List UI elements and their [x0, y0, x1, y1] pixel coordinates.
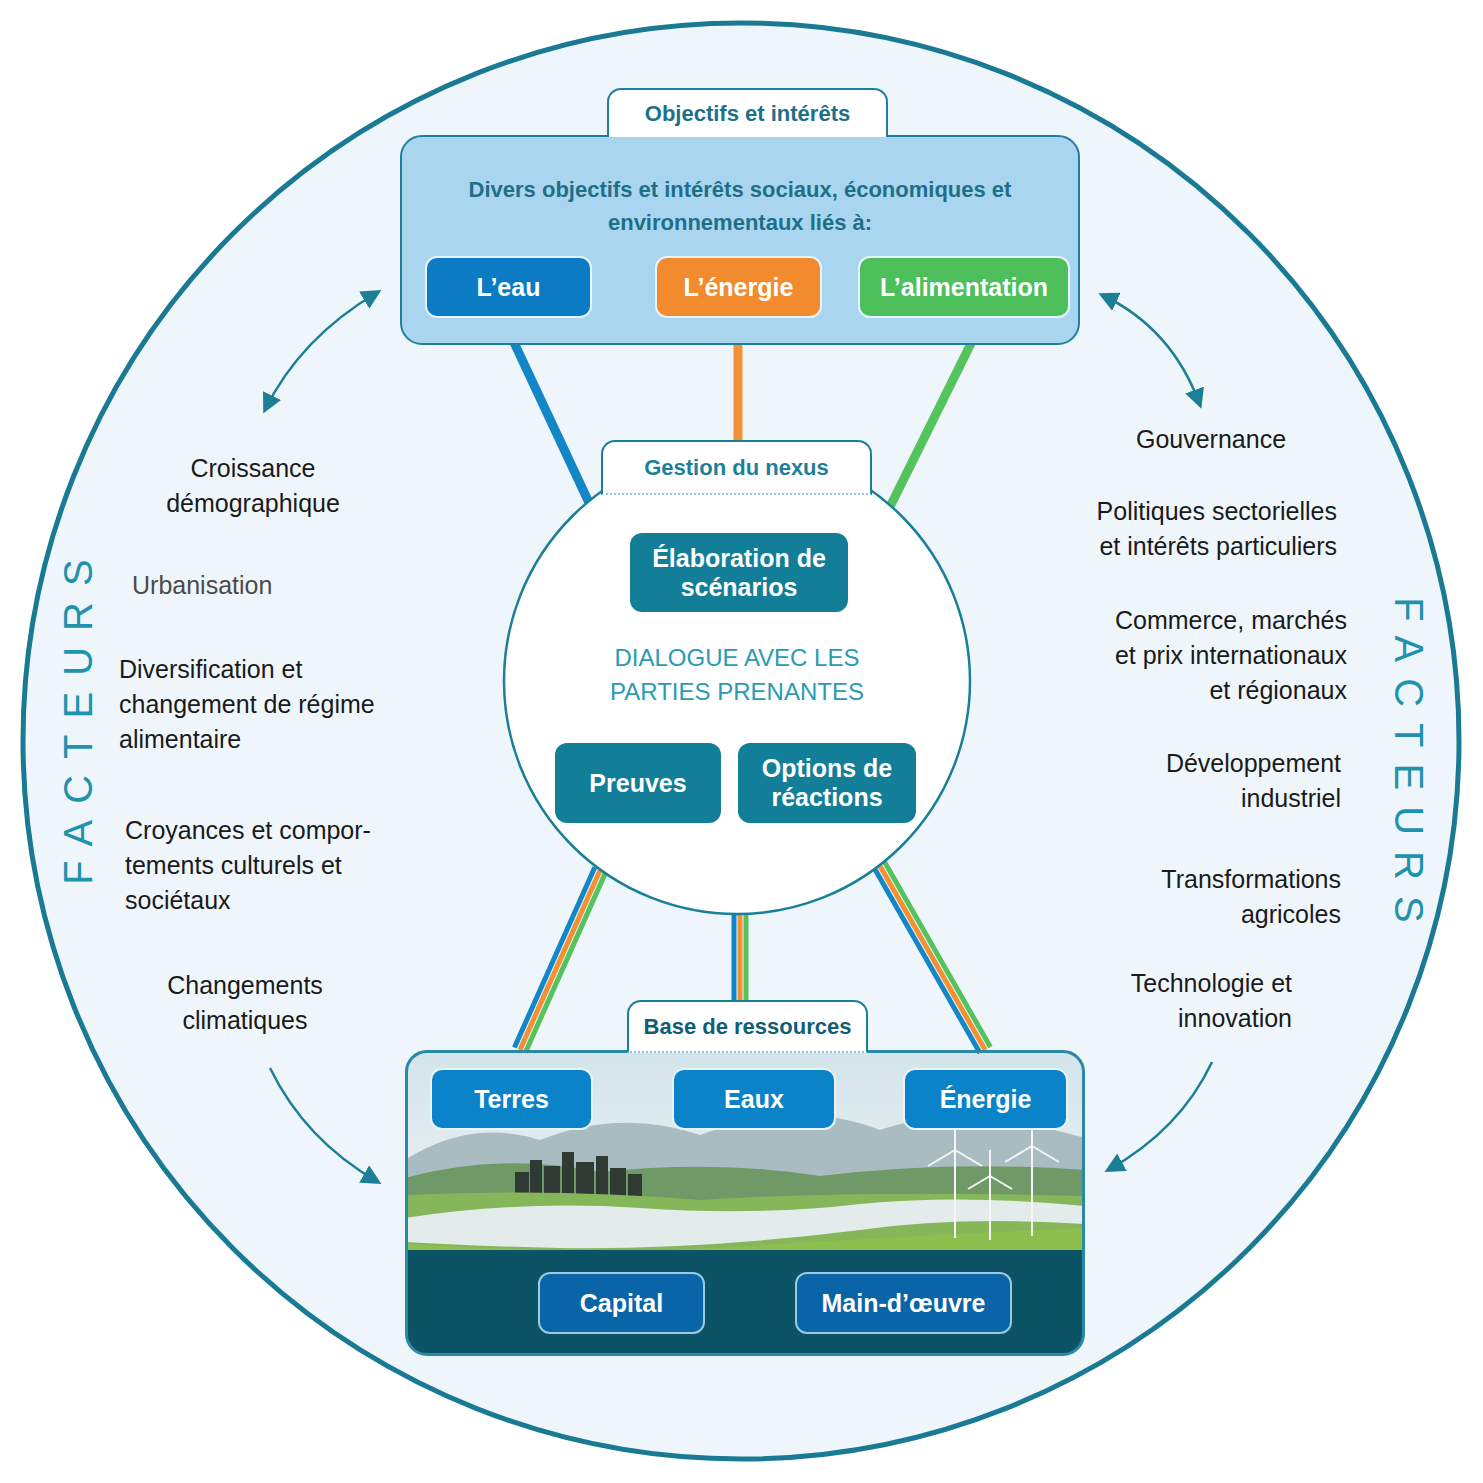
box-label: Eaux — [724, 1085, 784, 1114]
factor-arrow — [1108, 1062, 1212, 1170]
factor-arrow — [270, 1068, 378, 1182]
connector-stripe — [880, 865, 986, 1050]
resource-box: Main-d’œuvre — [795, 1272, 1012, 1334]
factor-label: Urbanisation — [132, 568, 332, 603]
nexus-box: Preuves — [555, 743, 721, 823]
label-layer: FACTEURSCroissance démographiqueUrbanisa… — [0, 0, 1, 1]
box-label: Énergie — [940, 1085, 1032, 1114]
resource-box: Énergie — [903, 1068, 1068, 1130]
box-label: Main-d’œuvre — [822, 1289, 986, 1318]
connector-stripe — [503, 318, 589, 501]
factor-label: Technologie et innovation — [1092, 966, 1292, 1036]
connector-stripe — [874, 868, 980, 1053]
tab-heading: Objectifs et intérêts — [607, 88, 888, 137]
double-arrow — [265, 292, 378, 410]
connector — [874, 862, 990, 1053]
connector — [514, 867, 605, 1052]
connector-stripe — [885, 862, 991, 1047]
side-title: FACTEURS — [56, 543, 101, 900]
resource-panel: Base de ressourcesTerresEauxÉnergieCapit… — [405, 1050, 1085, 1356]
box-label: L’eau — [477, 273, 541, 302]
box-label: Élaboration de scénarios — [638, 544, 840, 602]
objective-box: L’alimentation — [858, 256, 1070, 318]
circle-shape — [504, 448, 970, 914]
factor-label: Diversification et changement de régime … — [119, 652, 419, 757]
resource-box: Capital — [538, 1272, 705, 1334]
tab-heading: Base de ressources — [627, 1000, 868, 1053]
resource-box: Terres — [430, 1068, 593, 1130]
factor-label: Transformations agricoles — [1131, 862, 1341, 932]
objective-box: L’énergie — [655, 256, 822, 318]
factor-label: Développement industriel — [1141, 746, 1341, 816]
tab-heading: Gestion du nexus — [601, 440, 872, 495]
connector — [890, 318, 983, 506]
connector-stripe — [514, 867, 594, 1047]
body-text: Divers objectifs et intérêts sociaux, éc… — [430, 173, 1050, 239]
resource-box: Eaux — [672, 1068, 836, 1130]
box-label: L’énergie — [684, 273, 794, 302]
factor-label: Croyances et compor-tements culturels et… — [125, 813, 375, 918]
connector — [503, 318, 589, 501]
double-arrow — [1102, 295, 1200, 405]
factor-label: Commerce, marchés et prix internationaux… — [1102, 603, 1347, 708]
box-label: Options de réactions — [746, 754, 908, 812]
factor-label: Politiques sectorielles et intérêts part… — [1087, 494, 1337, 564]
factor-label: Changements climatiques — [125, 968, 365, 1038]
objective-box: L’eau — [425, 256, 592, 318]
connector-stripe — [520, 870, 600, 1050]
nexus-box: Options de réactions — [738, 743, 916, 823]
objectives-panel: Objectifs et intérêtsDivers objectifs et… — [400, 135, 1080, 345]
connector-stripe — [525, 872, 605, 1052]
nexus-circle: Gestion du nexusDIALOGUE AVEC LES PARTIE… — [502, 446, 972, 916]
box-label: L’alimentation — [880, 273, 1048, 302]
factor-label: Gouvernance — [1100, 422, 1322, 457]
box-label: Terres — [474, 1085, 549, 1114]
box-label: Capital — [580, 1289, 663, 1318]
nexus-box: Élaboration de scénarios — [630, 533, 848, 612]
body-text: DIALOGUE AVEC LES PARTIES PRENANTES — [587, 641, 887, 709]
side-title: FACTEURS — [1386, 581, 1431, 938]
box-label: Preuves — [589, 769, 686, 798]
outer-circle — [23, 23, 1459, 1459]
connector-stripe — [890, 318, 983, 506]
factor-label: Croissance démographique — [133, 451, 373, 521]
